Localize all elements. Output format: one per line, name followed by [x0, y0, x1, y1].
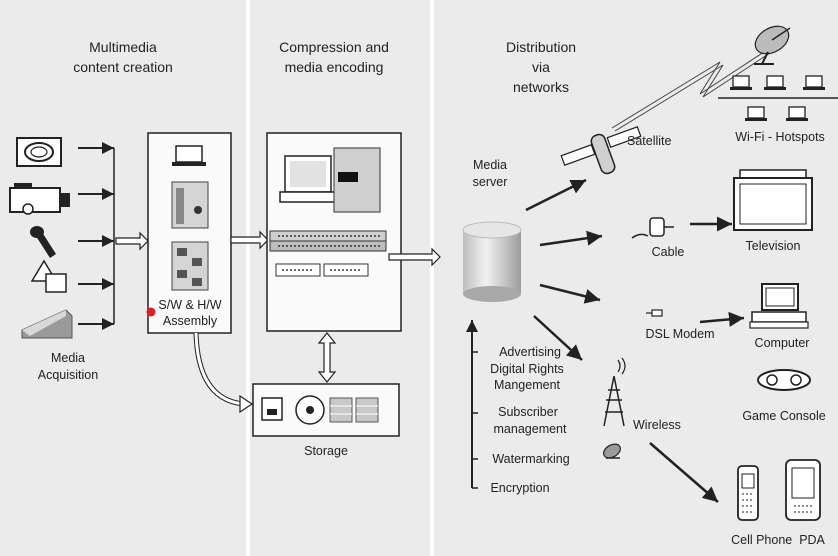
arrow-server-to-cable: [539, 230, 603, 247]
small-dish-icon: [603, 443, 621, 459]
cable-label: Cable: [652, 245, 685, 259]
rack-server-icon: [269, 230, 387, 252]
arrow-server-to-satellite: [525, 178, 587, 212]
game-console-icon: [757, 369, 811, 391]
curved-arrow-to-storage: [193, 332, 254, 414]
workstation-icon: [279, 147, 381, 213]
lightning-signal: [611, 47, 771, 129]
arrow-wireless-to-devices: [649, 442, 719, 503]
server-label-line1: Media: [473, 158, 507, 172]
arrow-dsl-to-computer: [699, 311, 745, 327]
hollow-arrow-to-compression: [230, 230, 269, 250]
cd-disc-icon: [295, 395, 325, 425]
service-subscriber-line2: management: [494, 422, 567, 436]
computer-icon: [749, 283, 809, 329]
service-watermarking: Watermarking: [492, 452, 569, 466]
wifi-laptops-icon: [718, 75, 838, 121]
game-console-label: Game Console: [742, 409, 825, 423]
storage-label: Storage: [304, 444, 348, 458]
server-label-line2: server: [473, 175, 508, 189]
wireless-label: Wireless: [633, 418, 681, 432]
laptop-icon: [172, 145, 206, 166]
wifi-label: Wi-Fi - Hotspots: [735, 130, 825, 144]
header-compression-line2: media encoding: [285, 59, 384, 75]
encoder-units-icon: [275, 263, 369, 277]
television-label: Television: [746, 239, 801, 253]
header-creation-line2: content creation: [73, 59, 173, 75]
circuit-board-icon: [171, 241, 209, 291]
service-subscriber-line1: Subscriber: [498, 405, 558, 419]
media-server-icon: [462, 221, 522, 302]
dsl-modem-icon: [646, 309, 663, 317]
assembly-box: [147, 132, 232, 334]
cable-connector-icon: [631, 217, 674, 239]
double-arrow-compression-storage: [317, 332, 337, 383]
service-advertising: Advertising: [499, 345, 561, 359]
arrow-server-to-dsl: [539, 283, 601, 304]
header-distribution-line2: via: [532, 59, 550, 75]
satellite-icon: [560, 126, 642, 175]
image-graphic-icon: [21, 309, 73, 339]
arrow-server-to-wireless: [533, 315, 583, 361]
satellite-dish-icon: [754, 25, 791, 65]
service-drm-line1: Digital Rights: [490, 362, 564, 376]
video-camera-icon: [9, 183, 70, 215]
service-encryption: Encryption: [490, 481, 549, 495]
camera-film-icon: [16, 137, 62, 167]
computer-label: Computer: [755, 336, 810, 350]
satellite-label: Satellite: [627, 134, 672, 148]
floppy-disk-icon: [261, 397, 283, 421]
acquisition-label-line1: Media: [51, 351, 85, 365]
header-distribution-line3: networks: [513, 79, 569, 95]
acquisition-label-line2: Acquisition: [38, 368, 98, 382]
hollow-arrow-to-server: [388, 247, 441, 267]
dsl-label: DSL Modem: [645, 327, 714, 341]
disk-drive-icon: [329, 397, 379, 423]
microphone-icon: [30, 226, 56, 258]
header-creation-line1: Multimedia: [89, 39, 157, 55]
hardware-rack-icon: [171, 181, 209, 229]
television-icon: [733, 169, 813, 231]
assembly-label-line2: Assembly: [163, 314, 218, 328]
shapes-icon: [30, 259, 67, 293]
assembly-label-line1: S/W & H/W: [158, 298, 221, 312]
header-compression-line1: Compression and: [279, 39, 389, 55]
services-bracket: [466, 320, 478, 489]
header-distribution-line1: Distribution: [506, 39, 576, 55]
cell-phone-icon: [737, 465, 759, 521]
hollow-arrow-to-assembly: [113, 148, 149, 324]
wireless-tower-icon: [603, 357, 626, 427]
pda-icon: [785, 459, 821, 521]
red-marker-dot: [146, 307, 156, 317]
cell-pda-label: Cell Phone PDA: [731, 533, 825, 547]
service-drm-line2: Mangement: [494, 378, 561, 392]
